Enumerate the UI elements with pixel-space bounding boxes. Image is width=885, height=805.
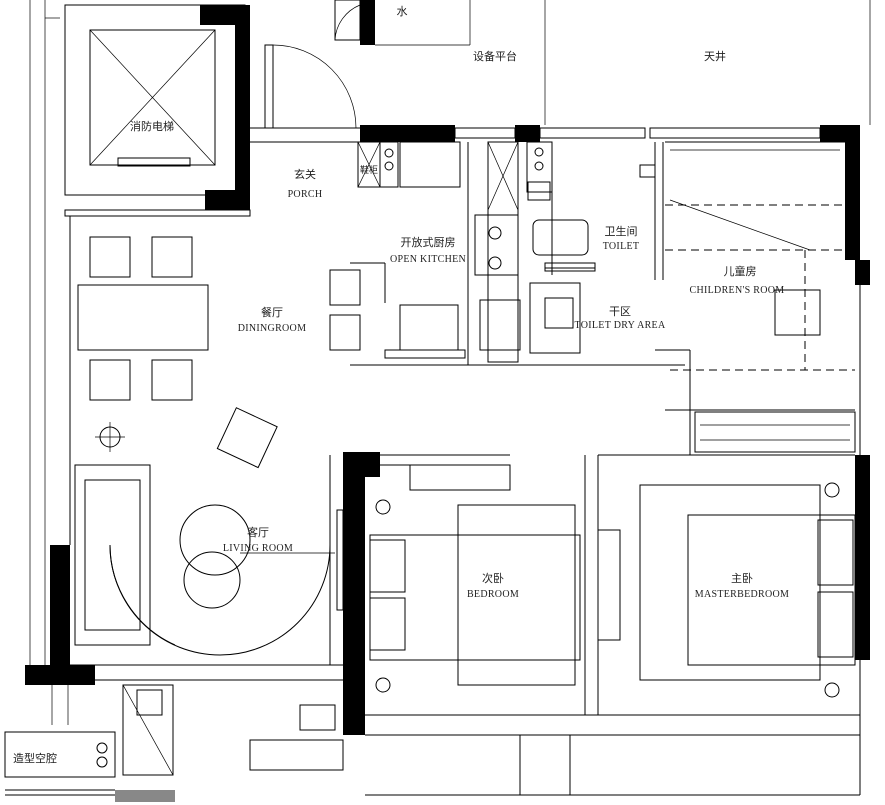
label-kitchen-en: OPEN KITCHEN xyxy=(390,254,466,265)
label-bedroom-cn: 次卧 xyxy=(482,571,504,585)
label-cavity: 造型空腔 xyxy=(13,751,57,765)
master-bedroom-furniture xyxy=(597,482,856,698)
label-master-cn: 主卧 xyxy=(731,572,753,585)
label-bedroom-en: BEDROOM xyxy=(467,589,519,600)
label-living-en: LIVING ROOM xyxy=(223,543,293,554)
balcony xyxy=(4,684,571,802)
label-equipment-platform: 设备平台 xyxy=(473,49,517,63)
label-dining-cn: 餐厅 xyxy=(261,305,283,319)
label-porch-cn: 玄关 xyxy=(294,167,316,181)
kitchen-fixtures xyxy=(350,141,521,365)
entry-door xyxy=(264,0,361,129)
living-furniture xyxy=(74,407,344,665)
room-labels: 水 设备平台 天井 消防电梯 玄关 PORCH 鞋柜 开放式厨房 OPEN KI… xyxy=(13,5,789,765)
label-living-cn: 客厅 xyxy=(247,525,269,539)
label-children-cn: 儿童房 xyxy=(724,264,757,278)
label-porch-en: PORCH xyxy=(288,189,323,200)
label-children-en: CHILDREN'S ROOM xyxy=(690,285,785,296)
label-dry-cn: 干区 xyxy=(609,305,631,318)
fire-elevator xyxy=(64,4,251,217)
label-dry-en: TOILET DRY AREA xyxy=(575,320,666,331)
toilet-fixtures xyxy=(526,141,664,354)
bedroom-furniture xyxy=(369,464,581,693)
outer-lines xyxy=(29,0,871,680)
label-toilet-en: TOILET xyxy=(603,241,640,252)
walls xyxy=(25,0,870,796)
children-room-fixtures xyxy=(665,141,855,371)
label-toilet-cn: 卫生间 xyxy=(605,224,638,238)
label-kitchen-cn: 开放式厨房 xyxy=(401,235,456,249)
label-courtyard: 天井 xyxy=(704,49,726,63)
label-master-en: MASTERBEDROOM xyxy=(695,589,789,600)
dining-furniture xyxy=(77,236,361,401)
label-shoe-cabinet: 鞋柜 xyxy=(360,164,378,176)
label-fire-elevator: 消防电梯 xyxy=(130,119,174,133)
label-dining-en: DININGROOM xyxy=(238,323,307,334)
label-water: 水 xyxy=(397,5,408,18)
